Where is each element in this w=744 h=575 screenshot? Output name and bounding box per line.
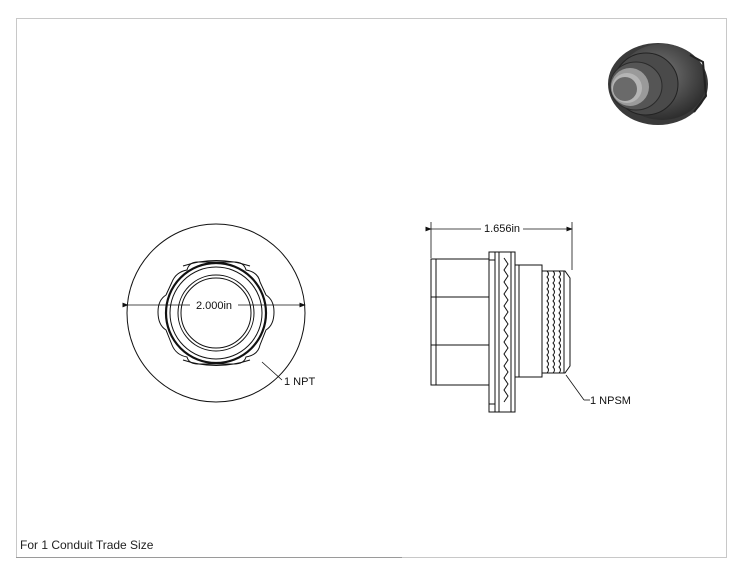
side-thread-label: 1 NPSM [590, 395, 631, 407]
front-thread-label: 1 NPT [284, 376, 315, 388]
side-length-label: 1.656in [484, 223, 520, 235]
drawing-note: For 1 Conduit Trade Size [20, 538, 154, 552]
side-length-dimension: 1.656in 1 NPSM [425, 220, 631, 407]
front-diameter-label: 2.000in [196, 300, 232, 312]
fitting-3d-render-icon [608, 43, 708, 125]
nut-outline [157, 261, 275, 365]
side-view [430, 251, 571, 413]
title-block-line [16, 557, 402, 558]
front-view [126, 223, 306, 403]
front-diameter-dimension: 2.000in 1 NPT [122, 296, 315, 388]
